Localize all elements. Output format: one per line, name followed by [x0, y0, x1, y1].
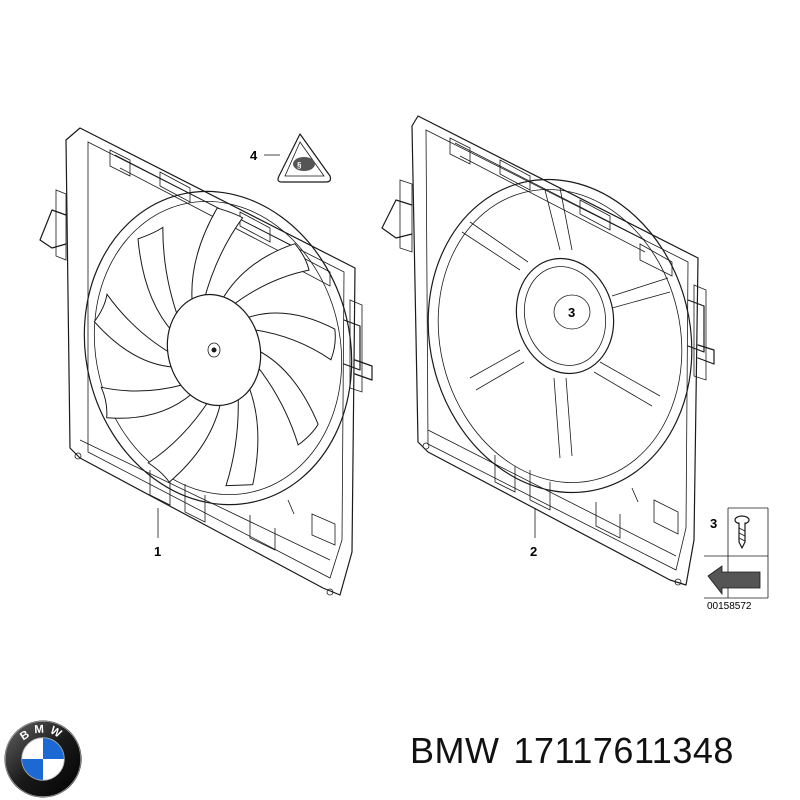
part-number: 17117611348 — [513, 730, 734, 771]
fan-shroud-assembly — [39, 127, 373, 596]
fan-blade — [147, 398, 223, 483]
fan-blade — [93, 293, 175, 368]
callout-4: 4 — [250, 148, 258, 163]
fan-blade — [246, 312, 336, 361]
brand-name: BMW — [410, 730, 500, 771]
product-caption: BMW 17117611348 — [410, 730, 734, 772]
fan-blade — [225, 381, 259, 487]
bmw-logo: BMW — [4, 720, 82, 798]
callout-2: 2 — [530, 544, 537, 559]
fan-shroud-frame — [381, 115, 715, 586]
parts-diagram: § — [39, 115, 769, 612]
fan-blade — [220, 243, 310, 306]
fan-blade — [191, 207, 244, 308]
label-sticker-part: § — [264, 133, 332, 183]
fan-blades — [93, 207, 336, 487]
drawing-number: 00158572 — [707, 601, 752, 612]
callout-1: 1 — [154, 544, 161, 559]
fan-blade — [254, 349, 319, 446]
callout-3-mount: 3 — [568, 305, 575, 320]
svg-text:§: § — [297, 161, 302, 170]
fan-blade — [137, 226, 180, 334]
screw-inset — [704, 507, 769, 599]
callout-3-inset: 3 — [710, 516, 717, 531]
fan-blade — [100, 384, 194, 419]
